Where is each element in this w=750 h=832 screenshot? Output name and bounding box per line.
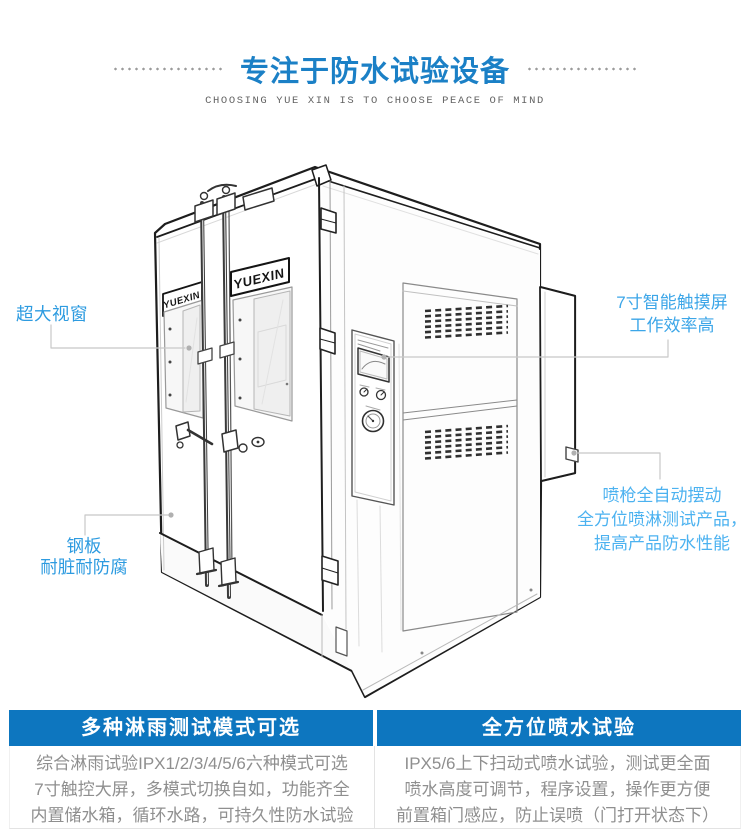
callout-dot-spray [571, 450, 577, 456]
rod-mid-guides [197, 341, 235, 365]
feature-header-rain-modes: 多种淋雨测试模式可选 [9, 710, 373, 746]
vent-grille-lower [424, 424, 509, 460]
callout-dot-steel [168, 512, 174, 518]
side-panel [398, 282, 533, 655]
feature-header-spray-test: 全方位喷水试验 [377, 710, 741, 746]
title-dots-left [111, 67, 224, 71]
feature-col-spray-test: 全方位喷水试验 IPX5/6上下扫动式喷水试验，测试更全面 喷水高度可调节，程序… [375, 710, 741, 829]
feature-body-spray-test: IPX5/6上下扫动式喷水试验，测试更全面 喷水高度可调节，程序设置，操作更方便… [375, 746, 741, 829]
door-right-logo-plate [230, 257, 290, 297]
title-dots-right [526, 67, 638, 71]
door-right: YUEXIN [230, 257, 293, 422]
callout-viewport-label: 超大视窗 [16, 301, 92, 326]
door-left: YUEXIN [162, 281, 204, 419]
callout-text: 钢板 [66, 536, 102, 556]
callout-touchscreen-label: 7寸智能触摸屏 工作效率高 [596, 291, 748, 337]
front-ridge [318, 177, 347, 630]
features-section: 多种淋雨测试模式可选 综合淋雨试验IPX1/2/3/4/5/6六种模式可选 7寸… [9, 710, 741, 829]
callout-line-viewport [50, 324, 186, 349]
callout-text: 耐脏耐防腐 [40, 557, 128, 577]
callout-text: 工作效率高 [629, 316, 715, 335]
title-row: 专注于防水试验设备 [0, 48, 750, 90]
callout-steel-label: 钢板 耐脏耐防腐 [8, 536, 160, 578]
feature-line: 7寸触控大屏，多模式切换自如，功能齐全 [34, 780, 350, 799]
machine-drawing: YUEXIN YUEXIN [50, 164, 669, 699]
feature-body-rain-modes: 综合淋雨试验IPX1/2/3/4/5/6六种模式可选 7寸触控大屏，多模式切换自… [9, 746, 375, 829]
vent-grille-upper [424, 304, 509, 339]
base-kick-line [362, 593, 538, 691]
callout-dot-touchscreen [381, 354, 387, 360]
rear-side-panel [539, 286, 579, 482]
callout-text: 7寸智能触摸屏 [616, 293, 728, 312]
rod-bottom-brackets [195, 547, 240, 588]
callout-text: 喷枪全自动摆动 [602, 486, 722, 505]
callout-text: 全方位喷淋测试产品， [577, 510, 747, 529]
callout-spray-label: 喷枪全自动摆动 全方位喷淋测试产品， 提高产品防水性能 [574, 484, 750, 556]
control-panel [351, 329, 395, 653]
roof-cap [311, 164, 332, 187]
callout-text: 超大视窗 [16, 304, 88, 324]
feature-line: 内置储水箱，循环水路，可持久性防水试验 [30, 806, 354, 825]
callout-line-spray [577, 452, 661, 480]
header-section: 专注于防水试验设备 CHOOSING YUE XIN IS TO CHOOSE … [0, 48, 750, 107]
feature-line: 前置箱门感应，防止误喷（门打开状态下） [396, 806, 719, 825]
door-hinges [319, 207, 339, 586]
rod-top-cams [194, 183, 275, 223]
feature-line: IPX5/6上下扫动式喷水试验，测试更全面 [404, 754, 711, 773]
page-subtitle: CHOOSING YUE XIN IS TO CHOOSE PEACE OF M… [205, 95, 545, 107]
features-row: 多种淋雨测试模式可选 综合淋雨试验IPX1/2/3/4/5/6六种模式可选 7寸… [9, 710, 741, 829]
feature-line: 综合淋雨试验IPX1/2/3/4/5/6六种模式可选 [36, 754, 348, 773]
base-foot-plate [335, 626, 348, 657]
door-locking-rods [194, 183, 275, 599]
callout-line-touchscreen [387, 339, 669, 358]
feature-line: 喷水高度可调节，程序设置，操作更方便 [404, 780, 711, 799]
callout-dot-viewport [186, 345, 192, 351]
door-latch-handles [175, 421, 265, 453]
callout-line-steel [84, 514, 169, 536]
roof [156, 164, 541, 255]
feature-col-rain-modes: 多种淋雨测试模式可选 综合淋雨试验IPX1/2/3/4/5/6六种模式可选 7寸… [9, 710, 375, 829]
page-title: 专注于防水试验设备 [239, 56, 510, 88]
callout-lines [50, 324, 669, 536]
callout-text: 提高产品防水性能 [594, 534, 730, 553]
